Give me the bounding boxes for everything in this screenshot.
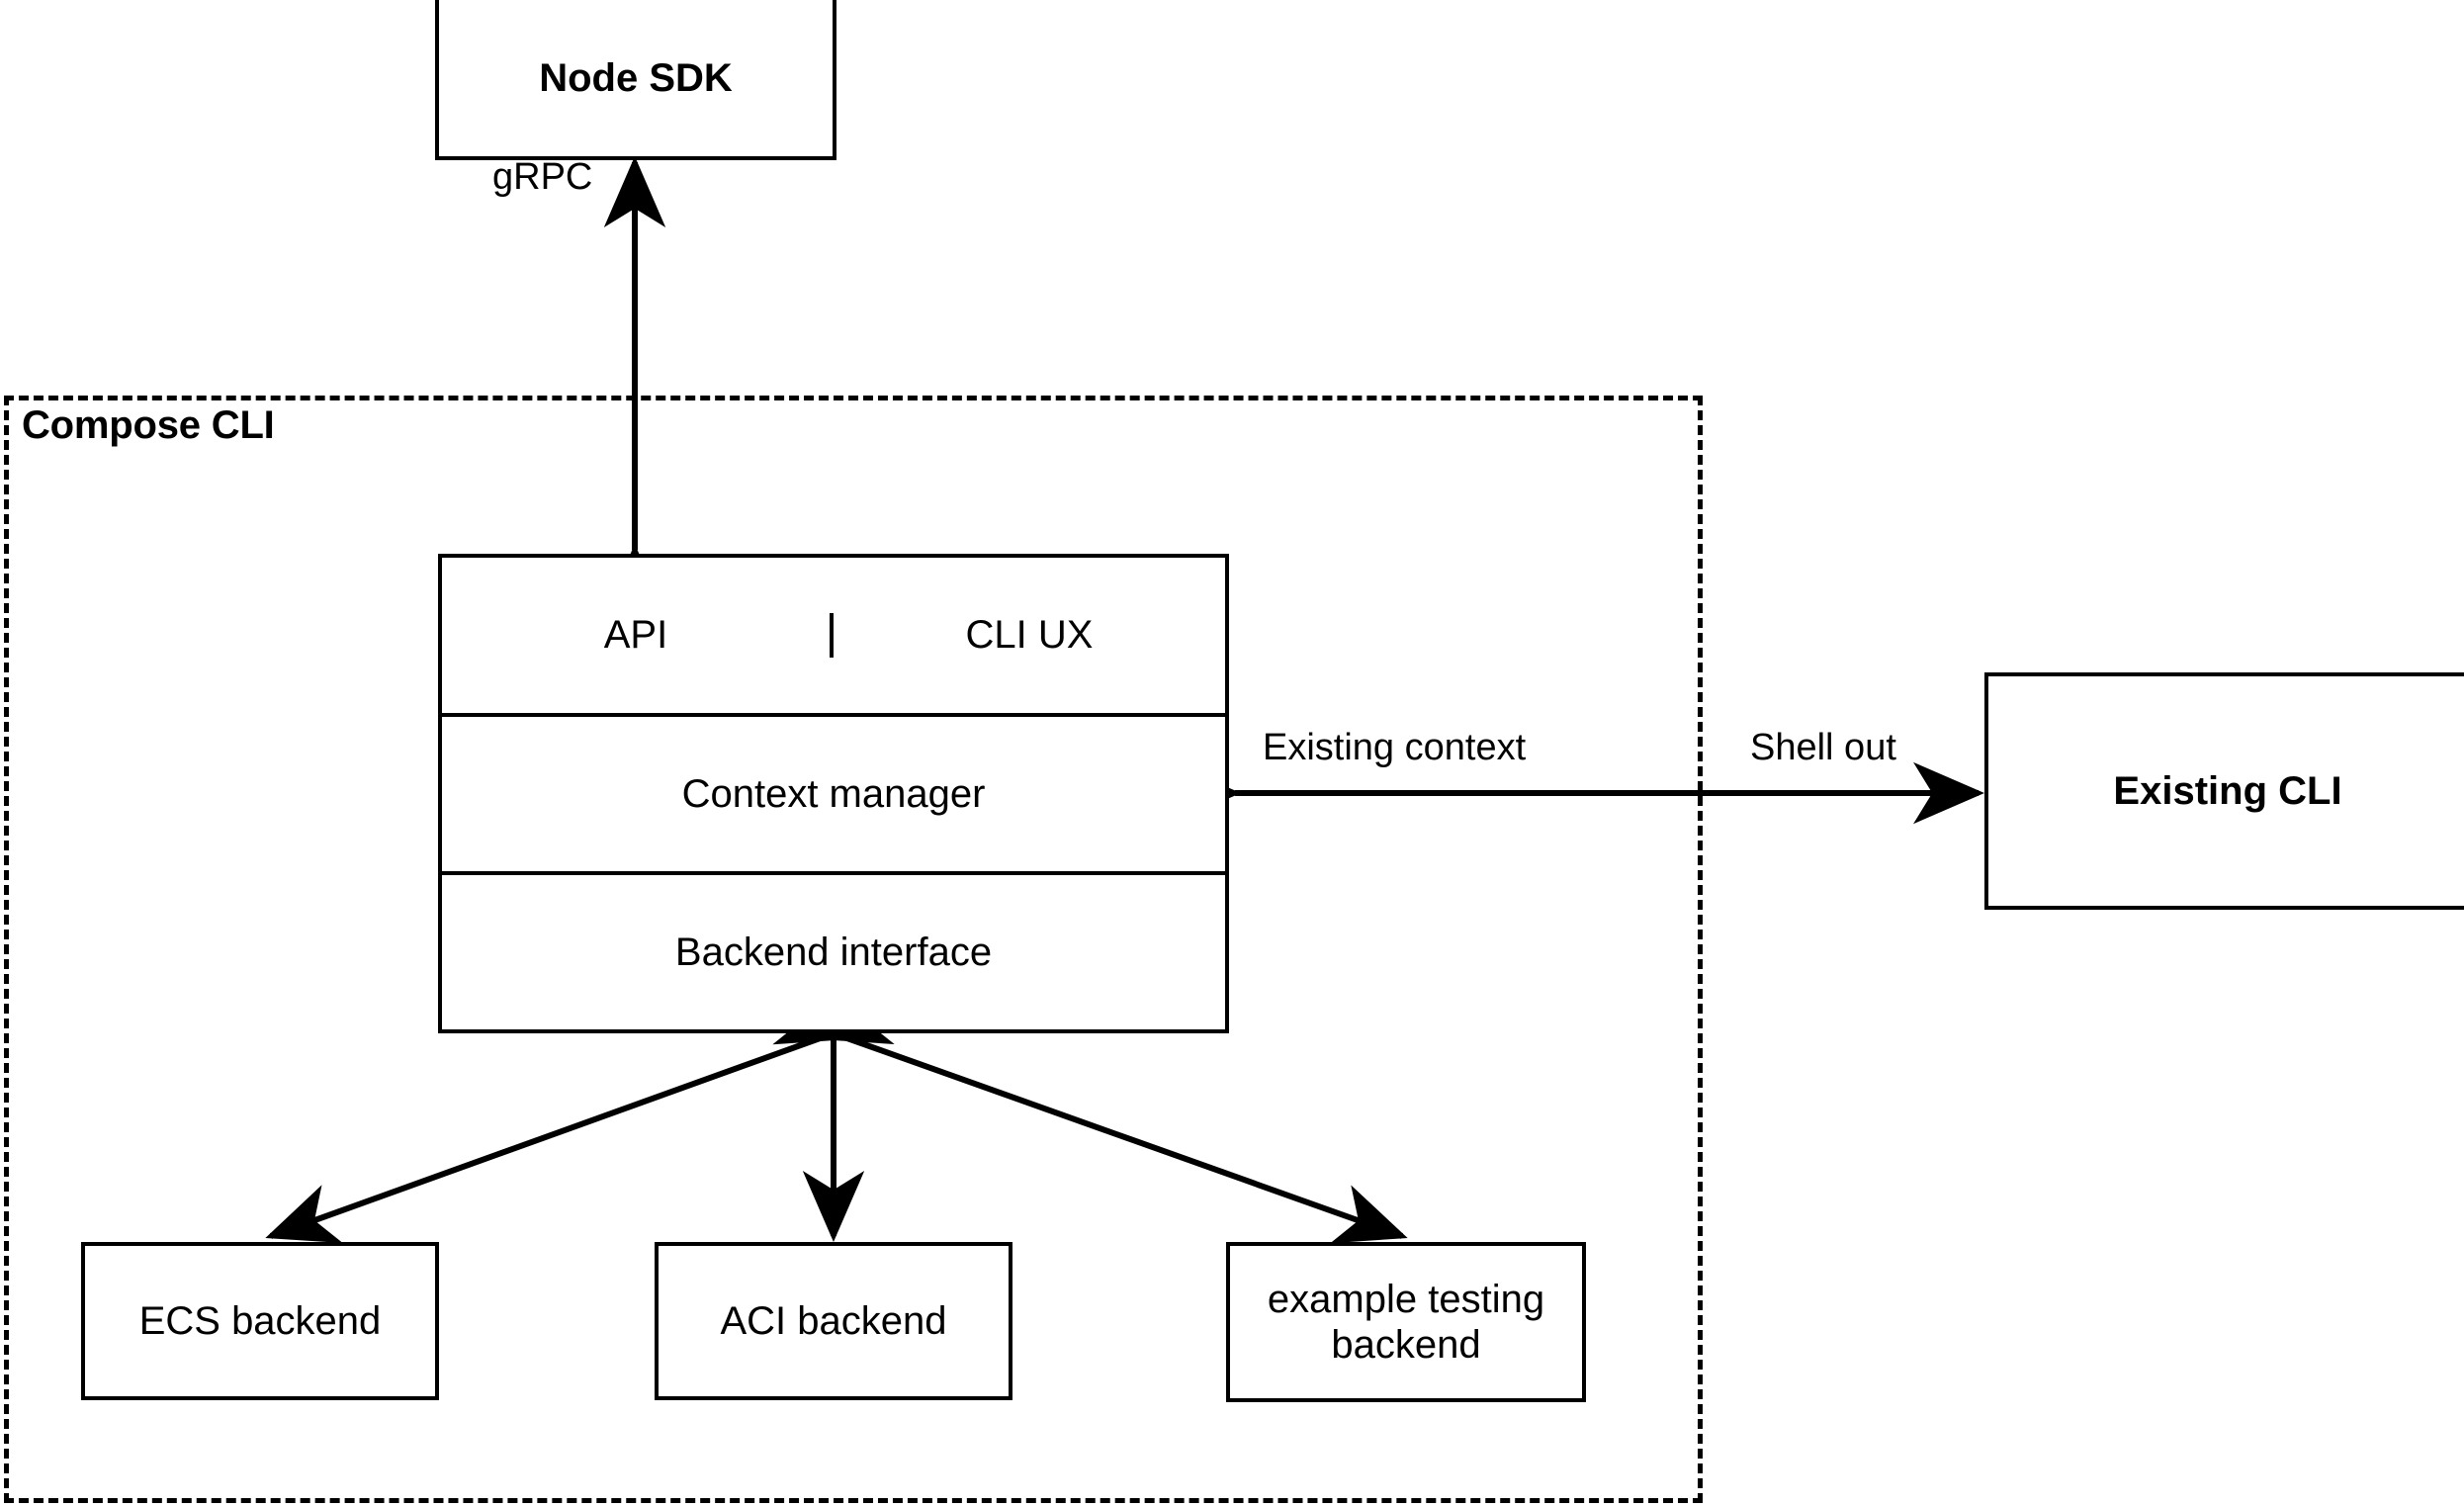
core-top-row: API CLI UX	[442, 558, 1225, 717]
api-label: API	[603, 613, 668, 657]
context-manager-cell[interactable]: Context manager	[442, 717, 1225, 875]
shell-out-edge-label: Shell out	[1750, 727, 1896, 768]
aci-backend-box[interactable]: ACI backend	[655, 1242, 1012, 1400]
aci-backend-label: ACI backend	[720, 1299, 947, 1343]
compose-cli-core-stack: API CLI UX Context manager Backend inter…	[438, 554, 1229, 1033]
api-cell[interactable]: API	[442, 613, 834, 658]
example-testing-backend-label-line2: backend	[1331, 1323, 1481, 1367]
node-sdk-box[interactable]: Node SDK	[435, 0, 836, 160]
context-manager-label: Context manager	[681, 771, 986, 816]
compose-cli-group-boundary	[4, 396, 1703, 1503]
existing-context-edge-label: Existing context	[1263, 727, 1527, 768]
ecs-backend-label: ECS backend	[138, 1299, 382, 1343]
grpc-edge-label: gRPC	[492, 156, 593, 198]
existing-cli-box[interactable]: Existing CLI	[1984, 672, 2464, 910]
existing-cli-label: Existing CLI	[2113, 769, 2342, 813]
example-testing-backend-label-line1: example testing	[1267, 1278, 1545, 1321]
ecs-backend-box[interactable]: ECS backend	[81, 1242, 439, 1400]
cli-ux-label: CLI UX	[965, 613, 1094, 657]
backend-interface-cell[interactable]: Backend interface	[442, 875, 1225, 1029]
cli-ux-cell[interactable]: CLI UX	[834, 613, 1225, 658]
node-sdk-label: Node SDK	[539, 56, 733, 100]
compose-cli-group-label: Compose CLI	[22, 403, 275, 447]
backend-interface-label: Backend interface	[674, 930, 993, 974]
